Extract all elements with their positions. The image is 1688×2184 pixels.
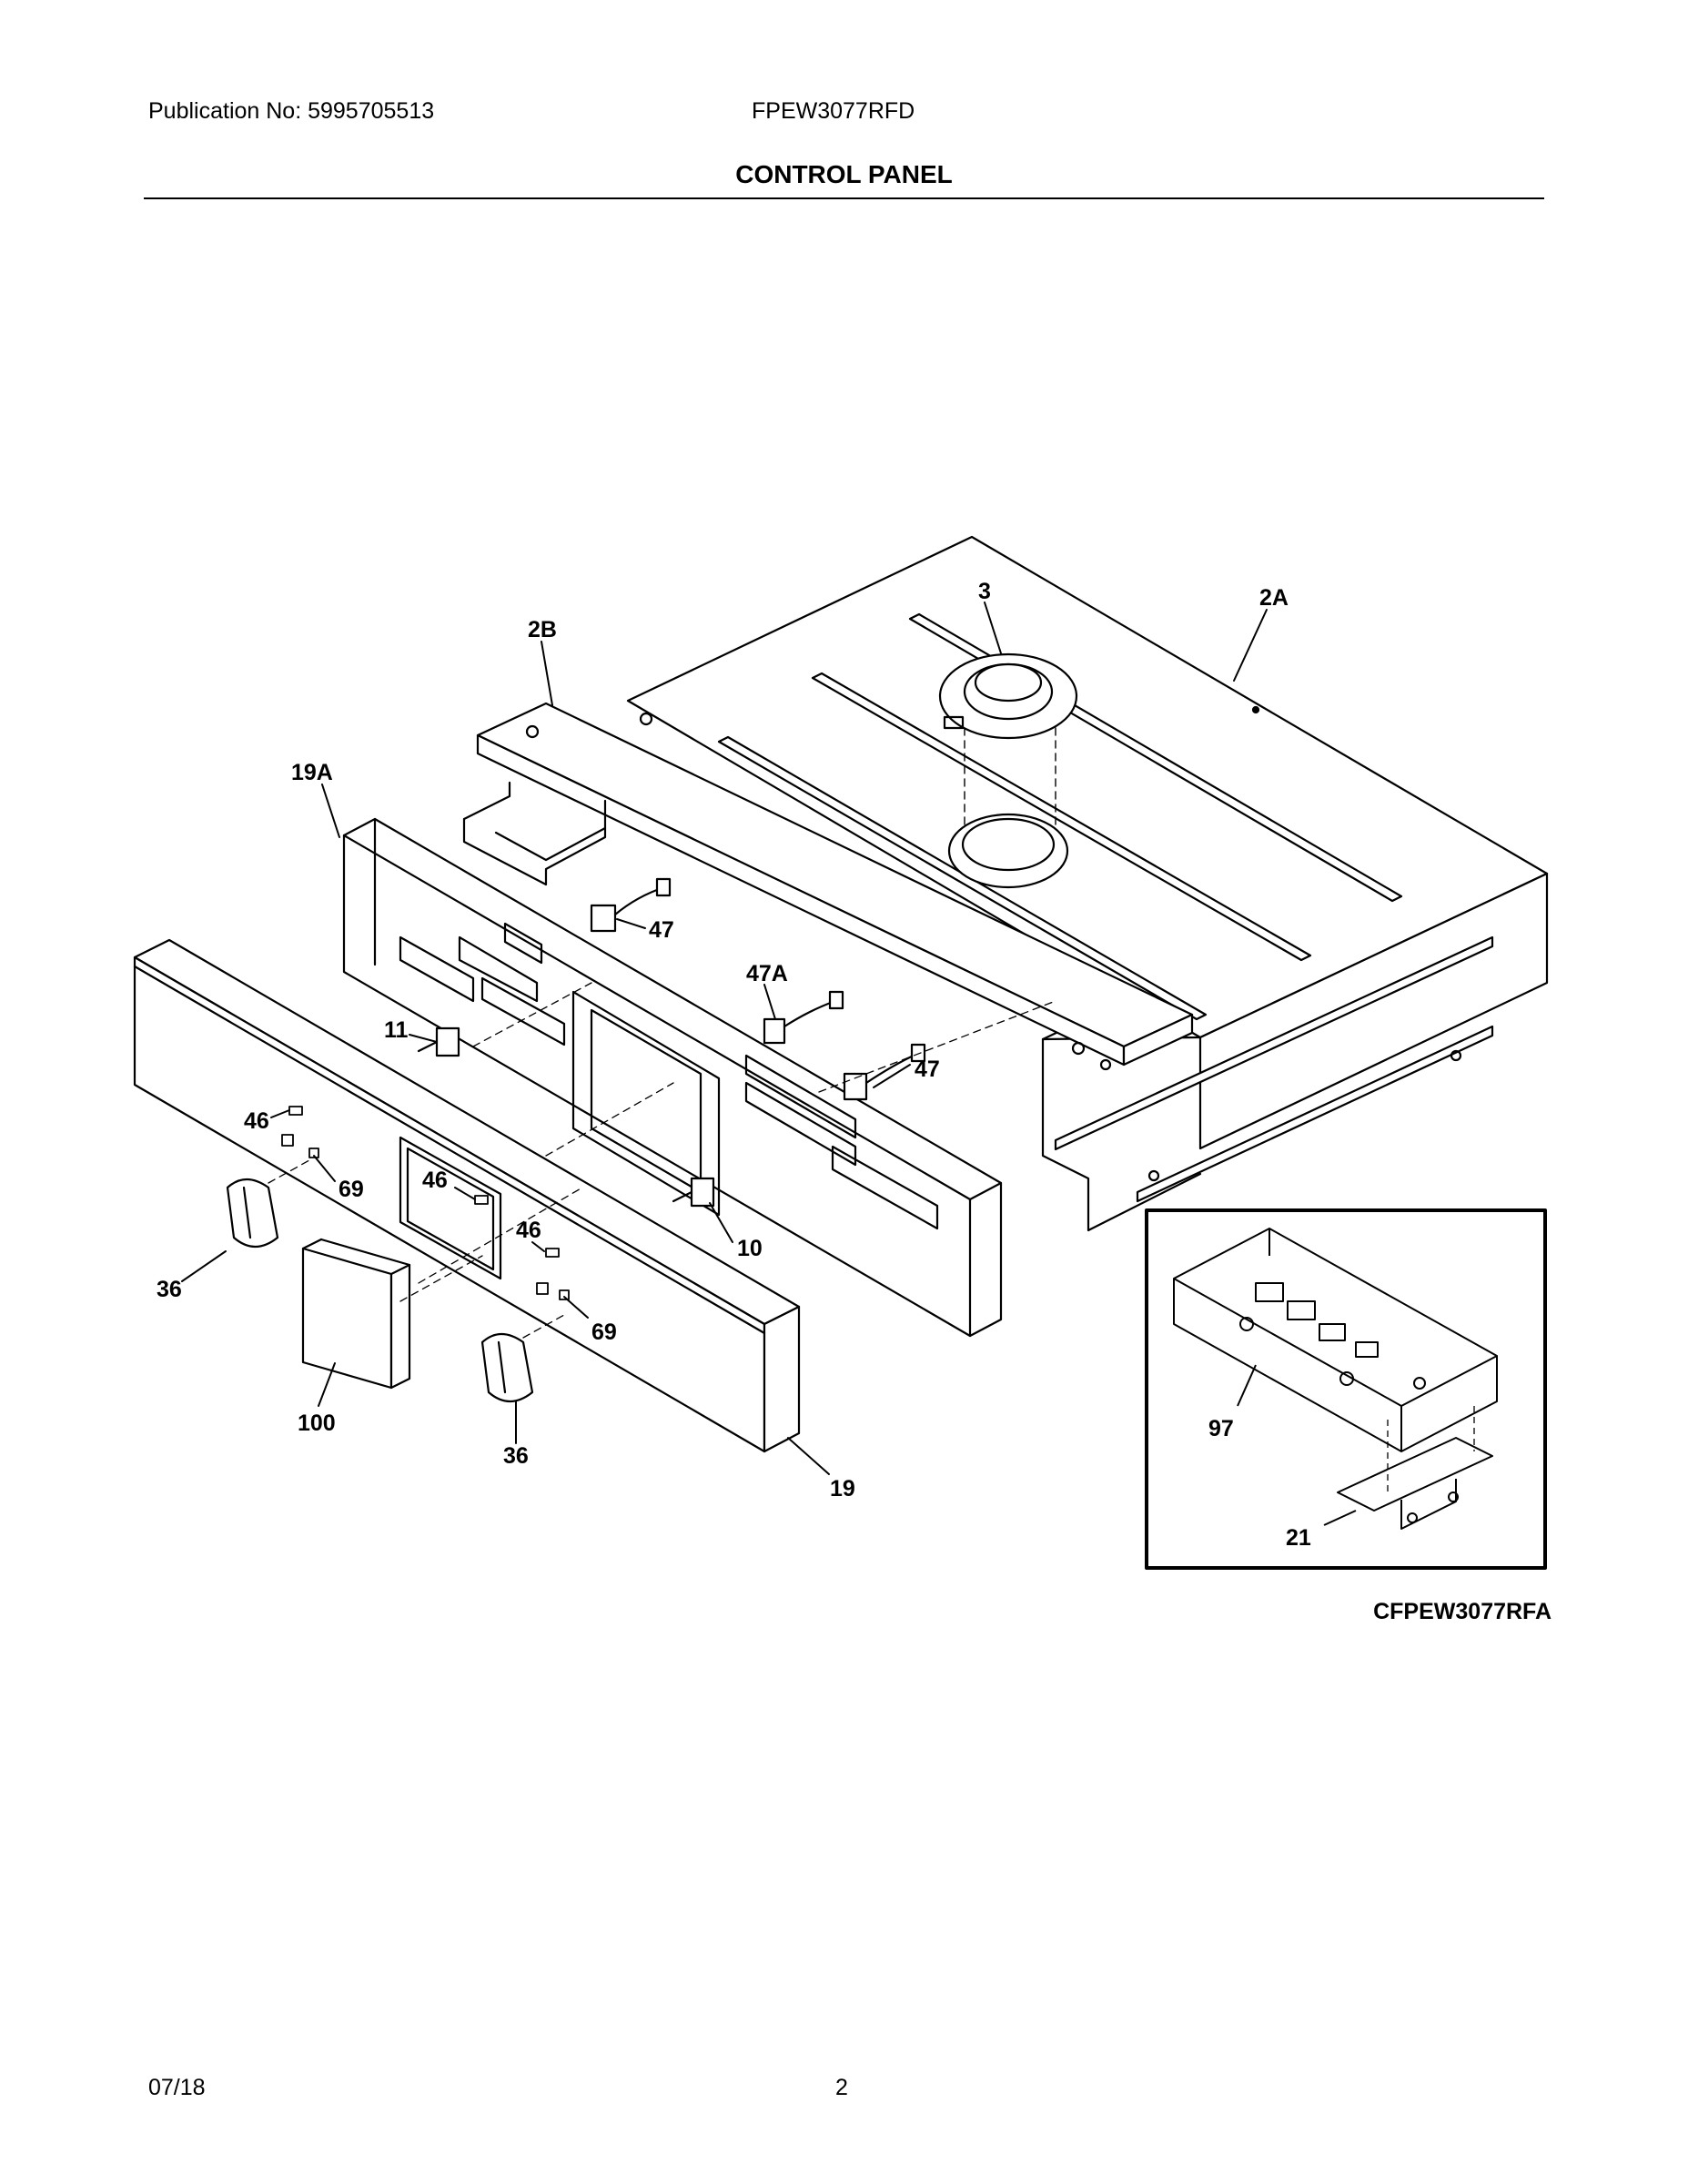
callout-46-center: 46 [422, 1168, 448, 1193]
wire-harness-47b [843, 1043, 926, 1101]
display-module-100 [301, 1238, 411, 1390]
leader-lines [181, 602, 1268, 1475]
callout-19A: 19A [291, 760, 333, 785]
inset-control-board [1145, 1208, 1547, 1570]
assembly-guides [268, 982, 1056, 1339]
callout-46-right: 46 [516, 1218, 541, 1243]
header-rule [144, 197, 1544, 199]
callout-69-right: 69 [591, 1320, 617, 1345]
callout-36-left: 36 [157, 1277, 182, 1302]
callout-11: 11 [384, 1017, 409, 1043]
selector-switch-11 [417, 1026, 460, 1057]
wire-harness-47A [763, 990, 844, 1045]
oven-light-3 [938, 652, 1078, 889]
control-board-97 [1173, 1228, 1498, 1452]
front-control-panel-19 [133, 938, 801, 1453]
footer-date: 07/18 [148, 2075, 206, 2100]
callout-19: 19 [830, 1476, 855, 1502]
top-housing-2A [626, 535, 1549, 1232]
callout-2A: 2A [1259, 585, 1289, 611]
bracket-21 [1337, 1437, 1493, 1530]
callout-21: 21 [1286, 1525, 1311, 1551]
callout-46-left: 46 [244, 1108, 269, 1134]
callout-97: 97 [1208, 1416, 1234, 1441]
callout-10: 10 [737, 1236, 763, 1261]
model-number: FPEW3077RFD [752, 98, 915, 124]
diagram-code: CFPEW3077RFA [1373, 1599, 1552, 1624]
wire-harness-47 [590, 877, 672, 933]
callout-3: 3 [978, 579, 991, 604]
callout-2B: 2B [528, 617, 557, 642]
knob-36-right [480, 1332, 534, 1403]
page-number: 2 [835, 2075, 848, 2100]
callout-69-left: 69 [339, 1177, 364, 1202]
callout-100: 100 [298, 1410, 336, 1436]
screws-46-69 [281, 1106, 570, 1300]
callout-47: 47 [649, 917, 674, 943]
callout-47A: 47A [746, 961, 788, 986]
page-title: CONTROL PANEL [735, 160, 953, 188]
callout-36-right: 36 [503, 1443, 529, 1469]
publication-number: Publication No: 5995705513 [148, 98, 435, 124]
top-cover-2B [462, 702, 1194, 1067]
rear-panel-19A [342, 817, 1003, 1338]
knob-36-left [226, 1178, 279, 1249]
callout-47b: 47 [915, 1057, 940, 1082]
selector-switch-10 [672, 1177, 715, 1208]
